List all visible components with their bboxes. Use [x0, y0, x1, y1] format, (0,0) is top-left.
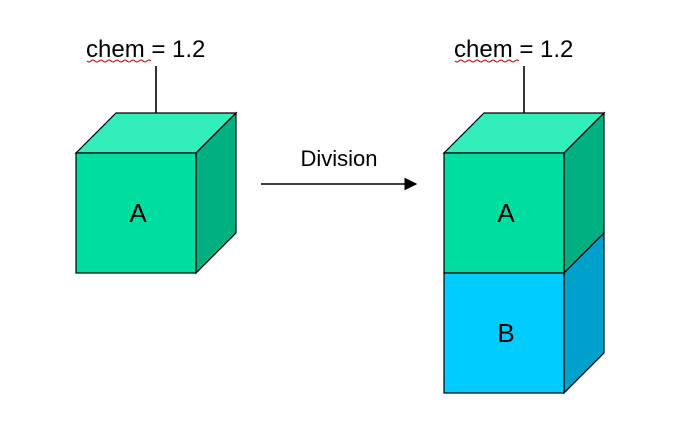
right-top-cube-front-face — [443, 152, 565, 274]
right-top-cube-label: A — [497, 198, 515, 228]
left-spellcheck-underline — [86, 59, 152, 63]
right-spellcheck-underline — [454, 59, 520, 63]
right-bottom-cube-label: B — [497, 318, 514, 348]
right-bottom-cube-front-face — [443, 272, 565, 394]
left-cell: chem = 1.2 A — [74, 36, 238, 275]
right-chem-label: chem = 1.2 — [454, 36, 573, 63]
right-cell: chem = 1.2 A B — [442, 36, 606, 395]
left-cube-label: A — [129, 198, 147, 228]
left-cube-front-face — [75, 152, 197, 274]
division-transition: Division — [261, 146, 418, 191]
left-chem-label: chem = 1.2 — [86, 36, 205, 63]
division-label: Division — [300, 146, 377, 171]
